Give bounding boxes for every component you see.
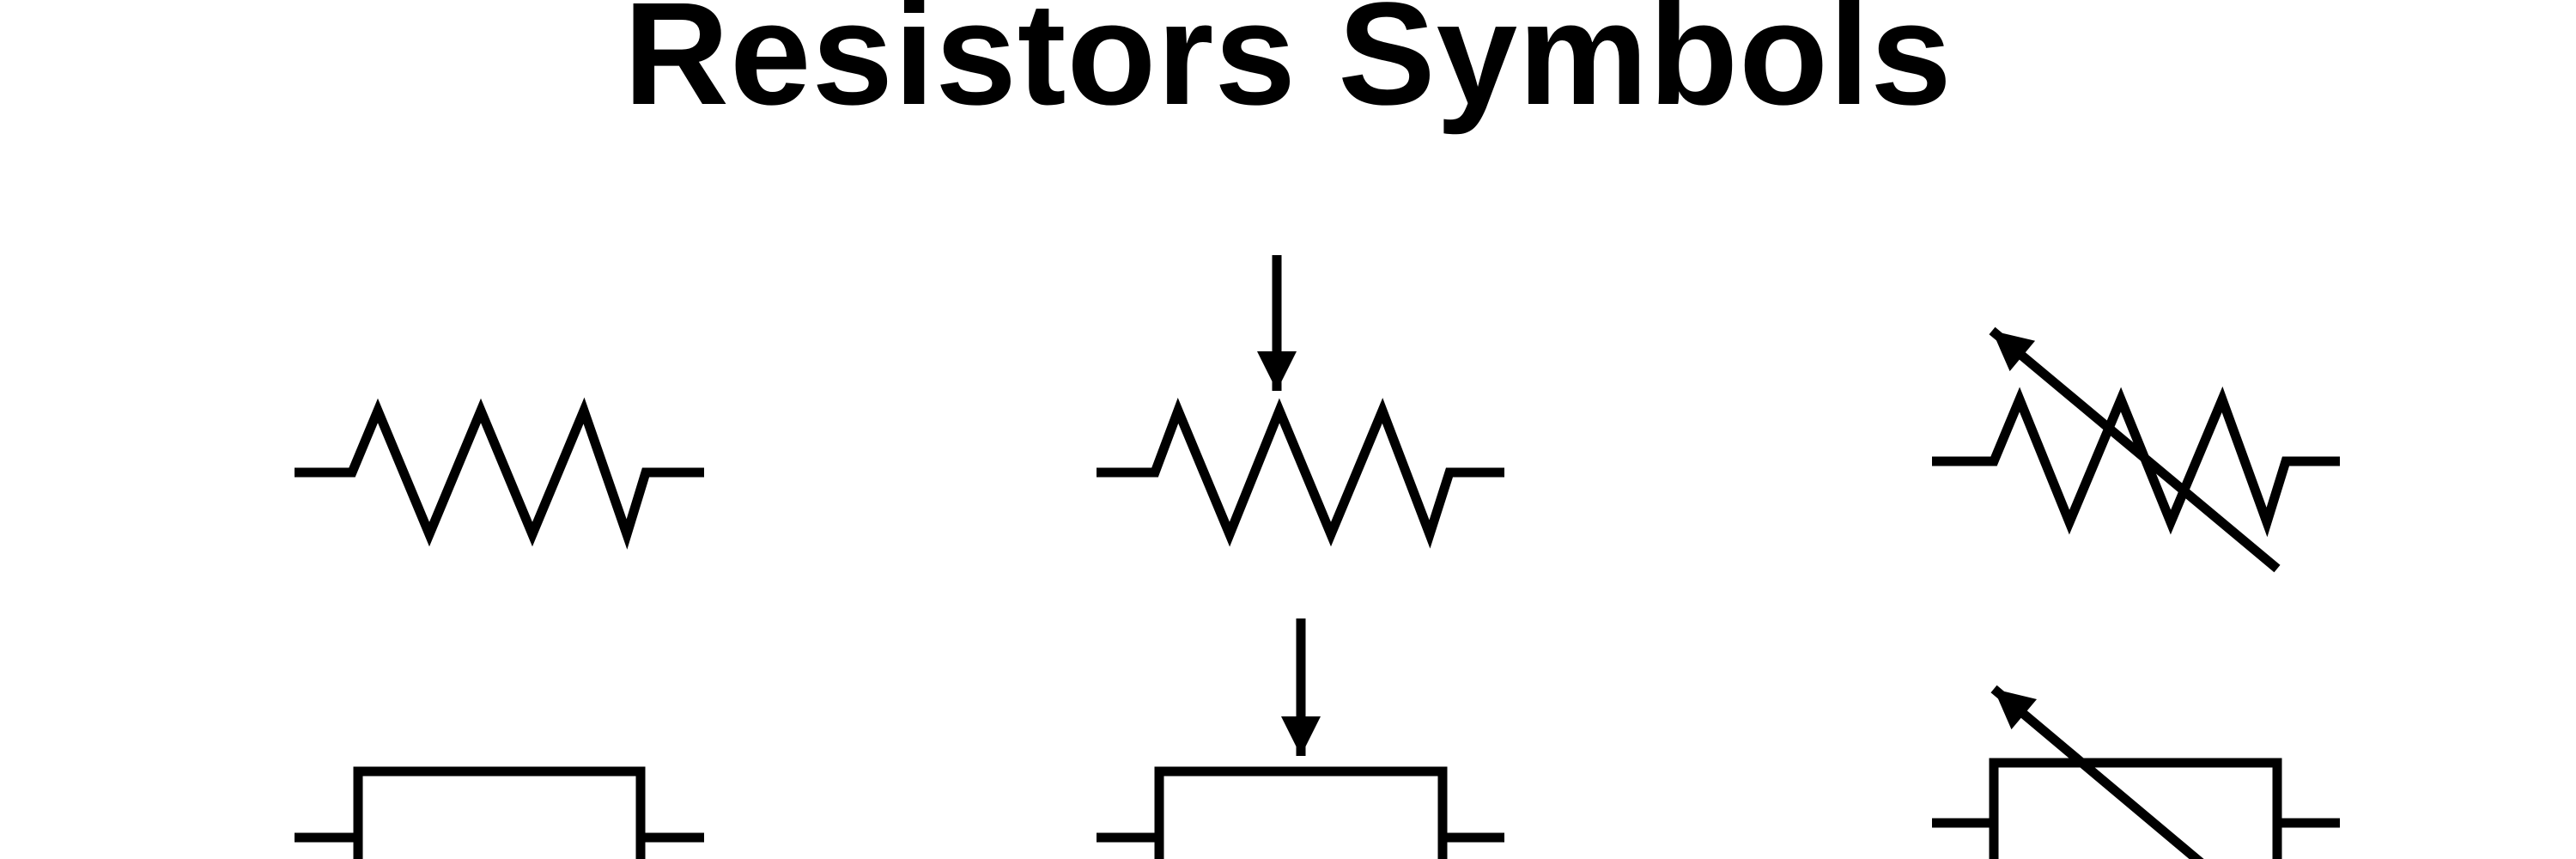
potentiometer-zigzag-symbol — [1097, 255, 1504, 549]
adjust-arrow — [1989, 326, 2281, 573]
page-title: Resistors Symbols — [623, 0, 1953, 136]
adjust-arrow — [1990, 685, 2204, 859]
fixed-resistor-box-symbol — [295, 766, 704, 859]
potentiometer-box-symbol — [1097, 618, 1504, 859]
fixed-resistor-zigzag-symbol — [295, 397, 704, 550]
variable-resistor-zigzag-symbol — [1932, 326, 2340, 573]
variable-resistor-box-symbol — [1932, 685, 2340, 859]
